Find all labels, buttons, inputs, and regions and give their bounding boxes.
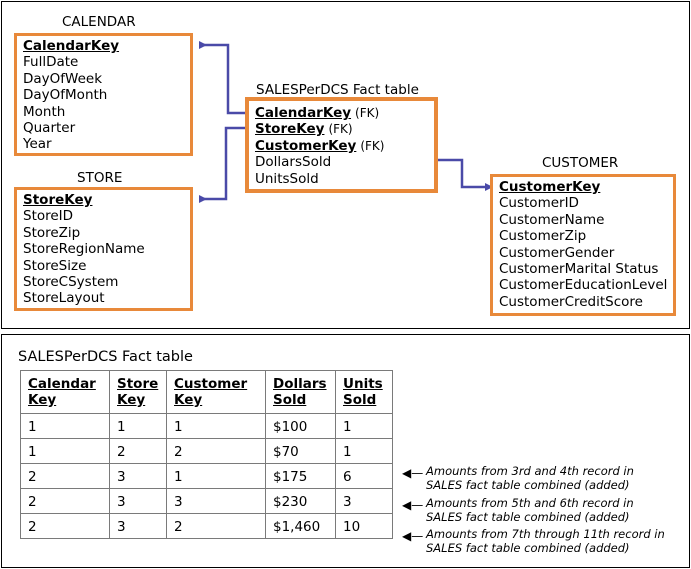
calendar-title: CALENDAR	[62, 14, 136, 30]
table-cell: 1	[20, 438, 110, 464]
calendar-attr: DayOfWeek	[23, 70, 103, 87]
calendar-attr: Year	[23, 136, 52, 153]
customer-attr: CustomerName	[499, 211, 605, 228]
store-attr: StoreCSystem	[23, 274, 119, 291]
left-arrow-icon: ◀—	[402, 529, 424, 543]
customer-attr: CustomerEducationLevel	[499, 277, 668, 294]
customer-pk: CustomerKey	[499, 179, 601, 195]
table-cell: $1,460	[265, 513, 336, 539]
table-cell: 2	[20, 513, 110, 539]
customer-entity: CustomerKey CustomerID CustomerName Cust…	[490, 174, 676, 316]
customer-attr: CustomerMarital Status	[499, 261, 659, 278]
fact-measure: UnitsSold	[255, 170, 319, 187]
link-fact-customer	[437, 158, 493, 191]
fact-key-store: StoreKey	[255, 121, 325, 138]
link-fact-calendar	[199, 41, 248, 115]
fact-title: SALESPerDCS Fact table	[256, 82, 419, 98]
calendar-pk: CalendarKey	[23, 38, 120, 54]
table-cell: 6	[335, 463, 393, 489]
table-cell: 2	[20, 463, 110, 489]
left-arrow-icon: ◀—	[402, 498, 424, 512]
fk-tag: (FK)	[328, 122, 353, 137]
calendar-attr: Month	[23, 103, 66, 120]
store-attr: StoreID	[23, 208, 74, 225]
table-row: 1 1 1 $100 1	[20, 413, 393, 439]
store-pk: StoreKey	[23, 192, 93, 208]
store-attr: StoreRegionName	[23, 241, 145, 258]
customer-attr: CustomerGender	[499, 244, 615, 261]
table-row: 2 3 2 $1,460 10	[20, 513, 393, 539]
fact-key-customer: CustomerKey	[255, 137, 357, 154]
left-arrow-icon: ◀—	[402, 466, 424, 480]
table-cell: 1	[109, 413, 167, 439]
calendar-attr: FullDate	[23, 54, 79, 71]
store-attr: StoreSize	[23, 257, 87, 274]
table-title: SALESPerDCS Fact table	[18, 349, 193, 365]
table-row: 2 3 1 $175 6	[20, 463, 393, 489]
table-cell: $175	[265, 463, 336, 489]
customer-title: CUSTOMER	[542, 155, 619, 171]
table-cell: 3	[109, 513, 167, 539]
calendar-attr: Quarter	[23, 120, 76, 137]
table-cell: 2	[20, 488, 110, 514]
table-cell: 1	[20, 413, 110, 439]
store-title: STORE	[77, 170, 123, 186]
customer-attr: CustomerZip	[499, 228, 587, 245]
table-cell: 1	[166, 463, 266, 489]
table-cell: 2	[109, 438, 167, 464]
table-cell: $70	[265, 438, 336, 464]
table-cell: $100	[265, 413, 336, 439]
store-attr: StoreZip	[23, 224, 81, 241]
table-cell: 2	[166, 438, 266, 464]
store-attr: StoreLayout	[23, 290, 105, 307]
table-cell: $230	[265, 488, 336, 514]
fk-tag: (FK)	[360, 138, 385, 153]
annotation-note: ◀— Amounts from 7th through 11th record …	[402, 527, 665, 555]
table-row: 2 3 3 $230 3	[20, 488, 393, 514]
table-cell: 1	[166, 413, 266, 439]
table-cell: 1	[335, 413, 393, 439]
annotation-note: ◀— Amounts from 5th and 6th record in SA…	[402, 496, 634, 524]
customer-attr: CustomerID	[499, 195, 579, 212]
fact-key-calendar: CalendarKey	[255, 105, 352, 121]
fk-tag: (FK)	[355, 106, 380, 120]
link-fact-store	[199, 126, 248, 203]
calendar-attr: DayOfMonth	[23, 87, 108, 104]
table-row: 1 2 2 $70 1	[20, 438, 393, 464]
fact-measure: DollarsSold	[255, 154, 332, 171]
fact-entity: CalendarKey(FK) StoreKey(FK) CustomerKey…	[245, 97, 438, 193]
calendar-entity: CalendarKey FullDate DayOfWeek DayOfMont…	[14, 33, 193, 156]
table-cell: 3	[166, 488, 266, 514]
store-entity: StoreKey StoreID StoreZip StoreRegionNam…	[14, 187, 193, 311]
table-cell: 3	[109, 488, 167, 514]
table-cell: 3	[335, 488, 393, 514]
table-cell: 10	[335, 513, 393, 539]
table-cell: 2	[166, 513, 266, 539]
table-cell: 3	[109, 463, 167, 489]
table-cell: 1	[335, 438, 393, 464]
annotation-note: ◀— Amounts from 3rd and 4th record in SA…	[402, 464, 634, 492]
customer-attr: CustomerCreditScore	[499, 293, 643, 310]
